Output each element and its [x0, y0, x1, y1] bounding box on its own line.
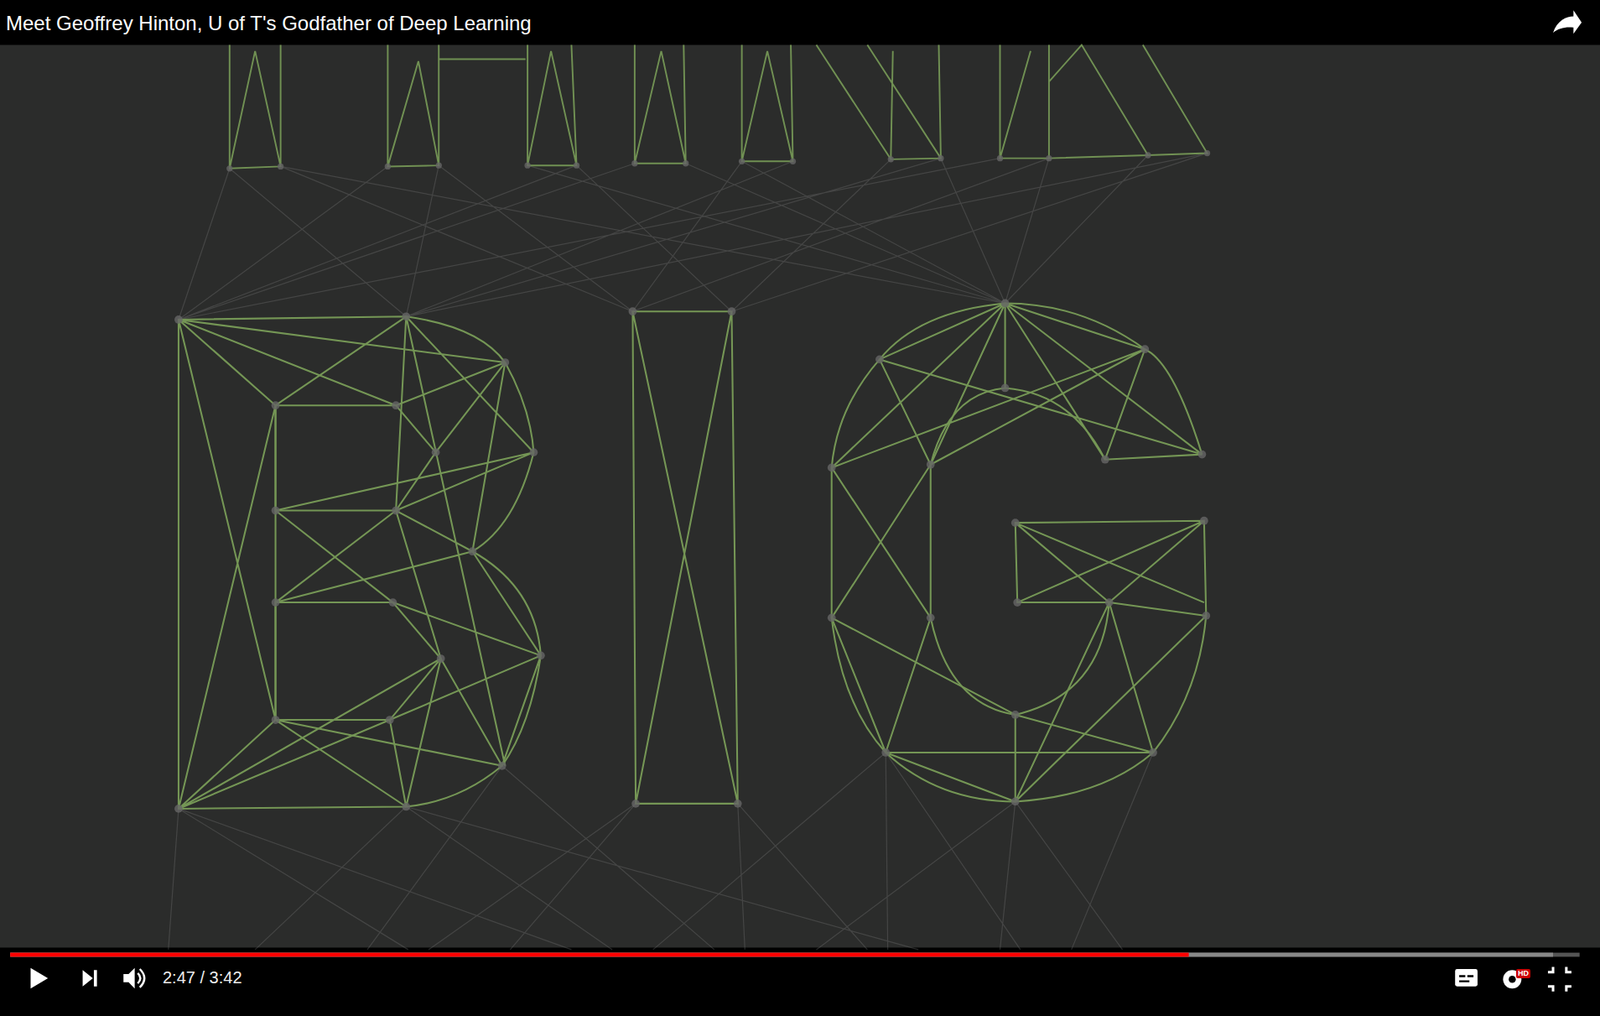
hd-badge: HD [1516, 968, 1531, 978]
video-title: Meet Geoffrey Hinton, U of T's Godfather… [5, 11, 532, 36]
time-display: 2:47 / 3:42 [162, 967, 243, 988]
